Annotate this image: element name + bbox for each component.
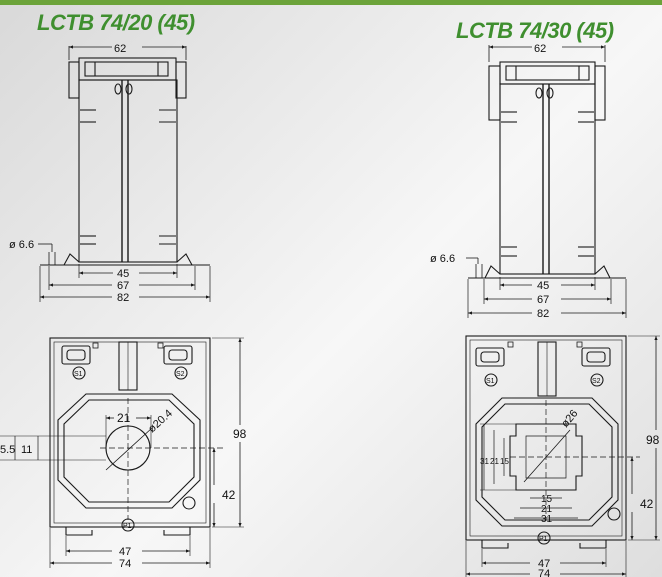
right-dim-42: 42 bbox=[640, 497, 654, 511]
left-dim-5-5: 5.5 bbox=[0, 444, 15, 456]
right-dim-67: 67 bbox=[537, 294, 549, 306]
left-terminal-p1: P1 bbox=[123, 523, 132, 530]
right-dim-v15: 15 bbox=[500, 457, 509, 466]
right-dim-diameter: ø26 bbox=[559, 408, 580, 430]
right-dim-v31: 31 bbox=[480, 457, 489, 466]
right-dim-45: 45 bbox=[537, 280, 549, 292]
right-dim-98: 98 bbox=[646, 433, 660, 447]
top-accent-bar bbox=[0, 0, 662, 5]
left-dim-45: 45 bbox=[117, 268, 129, 280]
right-dim-h15: 15 bbox=[541, 494, 553, 505]
right-dim-hole: ø 6.6 bbox=[430, 253, 455, 265]
left-dim-74: 74 bbox=[119, 558, 131, 570]
left-dim-47: 47 bbox=[119, 546, 131, 558]
right-front-view bbox=[465, 335, 660, 577]
right-terminal-s1: S1 bbox=[486, 378, 495, 385]
left-front-view bbox=[0, 337, 244, 568]
left-dim-21: 21 bbox=[117, 411, 131, 425]
left-dim-11: 11 bbox=[21, 444, 32, 456]
left-terminal-s2: S2 bbox=[176, 371, 185, 378]
right-dim-v21: 21 bbox=[490, 457, 499, 466]
title-right: LCTB 74/30 (45) bbox=[456, 18, 614, 43]
left-dim-62: 62 bbox=[114, 43, 126, 55]
right-dim-h21: 21 bbox=[541, 504, 553, 515]
right-dim-74: 74 bbox=[538, 568, 550, 577]
left-dim-diameter: ø20.4 bbox=[146, 407, 175, 435]
right-dim-47: 47 bbox=[538, 558, 550, 570]
left-dim-67: 67 bbox=[117, 280, 129, 292]
right-side-view bbox=[466, 45, 627, 318]
title-left: LCTB 74/20 (45) bbox=[37, 10, 195, 35]
right-terminal-s2: S2 bbox=[592, 378, 601, 385]
left-dim-hole: ø 6.6 bbox=[9, 239, 34, 251]
left-dim-98: 98 bbox=[233, 427, 247, 441]
left-terminal-s1: S1 bbox=[74, 371, 83, 378]
right-dim-h31: 31 bbox=[541, 514, 553, 525]
right-dim-62: 62 bbox=[534, 43, 546, 55]
left-side-view bbox=[38, 45, 211, 302]
left-dim-82: 82 bbox=[117, 292, 129, 304]
left-dim-42: 42 bbox=[222, 488, 236, 502]
right-dim-82: 82 bbox=[537, 308, 549, 320]
right-terminal-p1: P1 bbox=[539, 536, 548, 543]
